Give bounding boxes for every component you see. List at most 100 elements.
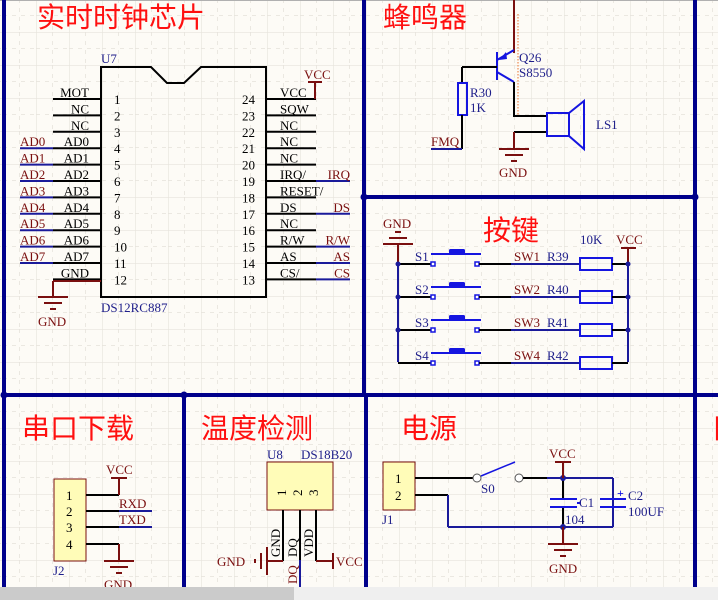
- j1-label: J1: [382, 512, 394, 527]
- net-label: R/W: [325, 233, 350, 248]
- pin-name: NC: [71, 101, 89, 116]
- c2-label: C2: [628, 488, 643, 503]
- svg-text:VCC: VCC: [106, 462, 133, 477]
- section-frames: [0, 0, 718, 587]
- svg-text:GND: GND: [383, 216, 411, 231]
- pin-number: 4: [114, 141, 121, 156]
- net-label: AS: [333, 249, 350, 264]
- partial-title: 日: [711, 412, 718, 445]
- pin-number: 21: [242, 141, 255, 156]
- pin-name: IRQ/: [280, 167, 306, 182]
- ls1-label: LS1: [596, 117, 618, 132]
- svg-text:GND: GND: [104, 577, 132, 587]
- serial-title: 串口下载: [22, 412, 134, 445]
- keys-gnd-symbol: GND: [383, 216, 413, 263]
- net-label: AD6: [20, 233, 46, 248]
- fmq-net-label: FMQ: [431, 134, 460, 149]
- pin-name: AS: [280, 249, 297, 264]
- buzzer-section: 蜂鸣器 Q26 S8550 R30 1K FMQ: [383, 0, 618, 180]
- pushbutton-S4[interactable]: [430, 348, 481, 366]
- q26-part: S8550: [519, 65, 552, 80]
- pin-number: 2: [114, 108, 121, 123]
- svg-text:2: 2: [395, 488, 402, 503]
- pin-name: AD5: [64, 216, 89, 231]
- pin-number: 6: [114, 174, 121, 189]
- pin-name: MOT: [60, 85, 89, 100]
- rtc-pin-21: NC 21: [242, 134, 316, 156]
- svg-text:2: 2: [66, 504, 73, 519]
- pin-name: NC: [280, 216, 298, 231]
- pin-number: 12: [114, 272, 127, 287]
- pin-number: 3: [114, 125, 121, 140]
- serial-vcc-symbol: VCC: [106, 462, 133, 495]
- svg-text:3: 3: [66, 520, 73, 535]
- pin-name: AD0: [64, 134, 89, 149]
- c2-capacitor: +: [600, 486, 626, 508]
- power-section: 电源 1 2 J1 S0 C1 104 + C2 1: [382, 412, 664, 576]
- ic-part-label: DS12RC887: [101, 300, 168, 315]
- pin-name: NC: [280, 134, 298, 149]
- net-label: AD2: [20, 167, 45, 182]
- pin-name: NC: [71, 118, 89, 133]
- net-label: AD4: [20, 200, 46, 215]
- c2-value: 100UF: [628, 504, 664, 519]
- resistor-label: R41: [547, 315, 569, 330]
- pin-name: NC: [280, 118, 298, 133]
- q26-label: Q26: [519, 50, 542, 65]
- gnd-power-symbol: GND: [38, 280, 101, 329]
- c1-label: C1: [579, 495, 594, 510]
- svg-text:GND: GND: [268, 529, 283, 557]
- s0-label: S0: [481, 481, 495, 496]
- pin-number: 13: [242, 272, 255, 287]
- horizontal-scrollbar[interactable]: [0, 587, 718, 600]
- txd-net-label: TXD: [119, 512, 146, 527]
- ls1-speaker: [514, 98, 585, 152]
- buzzer-title: 蜂鸣器: [383, 1, 467, 34]
- svg-text:DQ: DQ: [285, 538, 300, 557]
- c1-value: 104: [565, 512, 585, 527]
- r30-value: 1K: [470, 100, 487, 115]
- pin-number: 9: [114, 223, 121, 238]
- keys-vcc-symbol: VCC: [616, 232, 643, 263]
- u8-designator: U8: [267, 447, 283, 462]
- c1-capacitor: [550, 498, 581, 508]
- serial-gnd-symbol: GND: [104, 544, 134, 587]
- pin-number: 23: [242, 108, 255, 123]
- svg-text:4: 4: [66, 537, 73, 552]
- pin-number: 5: [114, 158, 121, 173]
- serial-section: 串口下载 1 2 3 4 J2 VCC RXD TXD GND: [22, 412, 152, 587]
- net-label: AD0: [20, 134, 45, 149]
- pin-number: 15: [242, 240, 255, 255]
- net-label: SW4: [514, 348, 541, 363]
- pushbutton-S1[interactable]: [430, 249, 481, 267]
- s0-switch[interactable]: [472, 461, 524, 483]
- net-label: DS: [333, 200, 350, 215]
- resistor-label: R40: [547, 282, 569, 297]
- keys-title: 按键: [483, 214, 539, 247]
- pin-number: 20: [242, 158, 255, 173]
- u7-designator: U7: [101, 51, 117, 66]
- pin-number: 16: [242, 223, 256, 238]
- scrollbar-thumb[interactable]: [0, 587, 294, 600]
- svg-text:VCC: VCC: [336, 554, 363, 569]
- net-label: CS: [334, 265, 350, 280]
- pin-number: 10: [114, 240, 127, 255]
- pin-number: 14: [242, 256, 256, 271]
- switch-label: S4: [415, 348, 429, 363]
- power-gnd-symbol: GND: [548, 527, 578, 576]
- pin-number: 17: [242, 207, 256, 222]
